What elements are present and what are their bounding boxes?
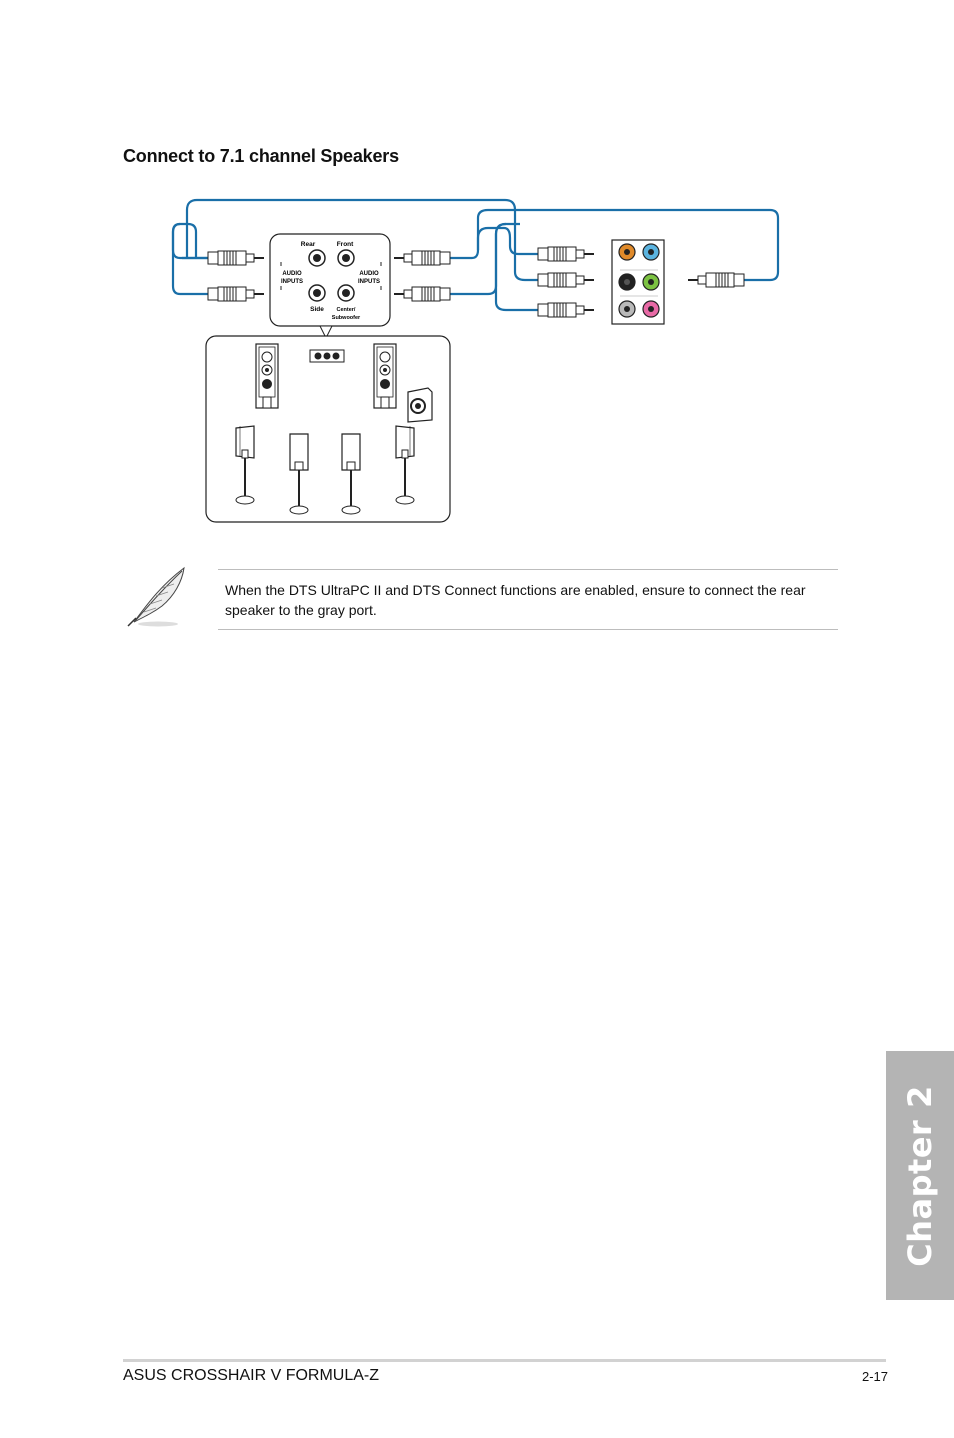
front-right-speaker-icon	[373, 343, 397, 409]
subwoofer-icon	[407, 387, 433, 423]
receiver-input-panel: Rear Front AUDIO INPUTS AUDIO INPUTS Sid…	[269, 233, 391, 340]
speaker-connection-diagram: Rear Front AUDIO INPUTS AUDIO INPUTS Sid…	[171, 198, 780, 523]
svg-text:INPUTS: INPUTS	[358, 279, 380, 285]
chapter-label: Chapter 2	[901, 1084, 939, 1267]
side-label: Side	[310, 306, 324, 313]
audio-inputs-left-label: AUDIO	[282, 271, 302, 277]
front-left-speaker-icon	[255, 343, 279, 409]
note-top-rule	[218, 569, 838, 570]
chapter-tab: Chapter 2	[886, 1051, 954, 1300]
audio-inputs-right-label: AUDIO	[359, 271, 379, 277]
front-label: Front	[337, 241, 354, 248]
center-label: Center/	[337, 307, 356, 313]
note-bottom-rule	[218, 629, 838, 630]
speakers-group	[205, 335, 451, 523]
svg-text:INPUTS: INPUTS	[281, 279, 303, 285]
svg-text:Subwoofer: Subwoofer	[332, 315, 361, 321]
audio-cables	[171, 198, 780, 312]
quill-pen-icon	[127, 566, 185, 627]
footer-rule	[123, 1359, 886, 1362]
section-heading: Connect to 7.1 channel Speakers	[123, 146, 399, 166]
rear-label: Rear	[301, 241, 316, 248]
footer-product-name: ASUS CROSSHAIR V FORMULA-Z	[123, 1367, 380, 1384]
footer-page-number: 2-17	[861, 1369, 888, 1384]
note-text: When the DTS UltraPC II and DTS Connect …	[225, 582, 806, 618]
motherboard-audio-ports	[611, 239, 665, 325]
